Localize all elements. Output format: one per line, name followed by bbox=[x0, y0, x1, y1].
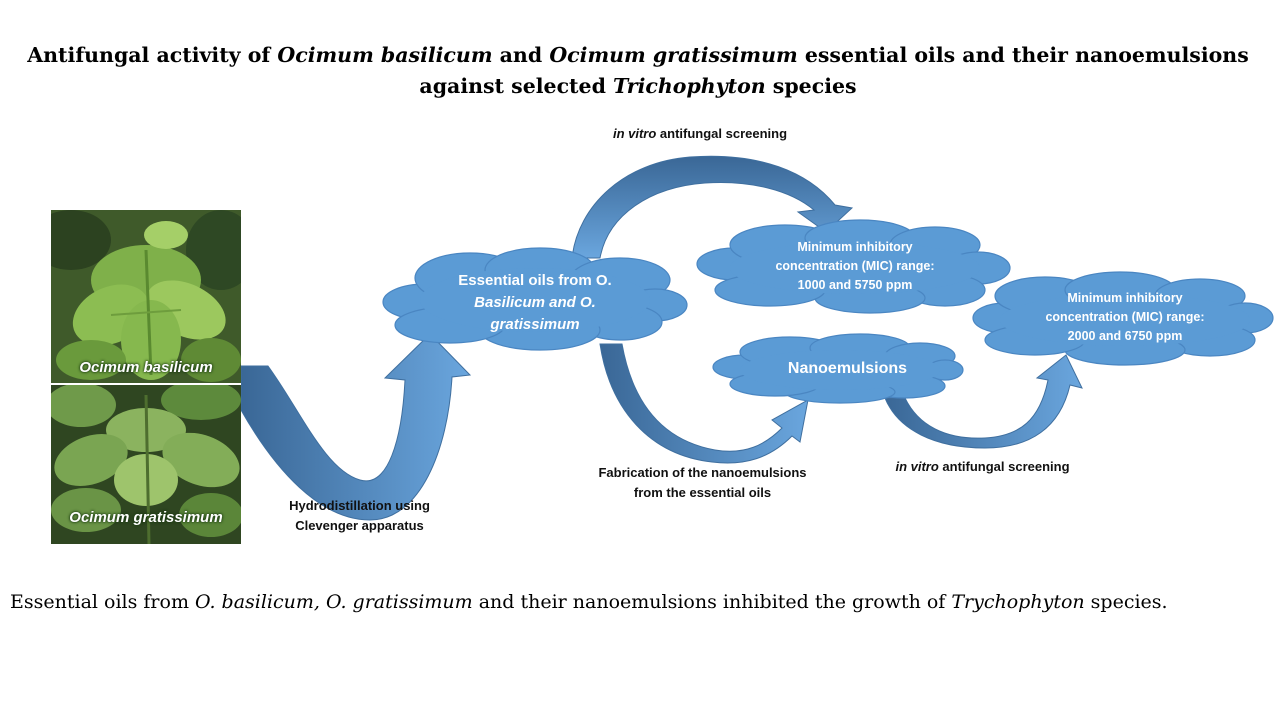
cloud-mic-1 bbox=[696, 219, 1011, 314]
cloud-essential-oils bbox=[382, 247, 688, 351]
title-line-2: against selected Trichophyton species bbox=[419, 74, 857, 98]
caption-hydrodistillation: Hydrodistillation using Clevenger appara… bbox=[289, 498, 430, 533]
arrow-screening-2 bbox=[884, 354, 1083, 449]
arrow-hydrodistillation bbox=[240, 333, 472, 521]
cloud-mic-2-text: Minimum inhibitory concentration (MIC) r… bbox=[1045, 291, 1205, 343]
cloud-mic-1-text: Minimum inhibitory concentration (MIC) r… bbox=[775, 240, 935, 292]
arrow-fabrication bbox=[599, 343, 809, 464]
cloud-nanoemulsions bbox=[712, 333, 964, 404]
conclusion-text: Essential oils from O. basilicum, O. gra… bbox=[10, 591, 1168, 613]
cloud-nanoemulsions-text: Nanoemulsions bbox=[787, 360, 908, 377]
cloud-mic-2 bbox=[972, 271, 1274, 366]
gratissimum-label: Ocimum gratissimum bbox=[69, 509, 223, 526]
title-line-1: Antifungal activity of Ocimum basilicum … bbox=[27, 43, 1249, 67]
caption-screening-2: in vitro antifungal screening bbox=[895, 459, 1070, 474]
photo-divider bbox=[51, 383, 241, 385]
caption-fabrication: Fabrication of the nanoemulsions from th… bbox=[598, 465, 807, 500]
arrow-screening-1 bbox=[571, 155, 854, 259]
photo-ocimum-basilicum: Ocimum basilicum bbox=[51, 210, 241, 383]
caption-screening-1: in vitro antifungal screening bbox=[612, 126, 788, 141]
photo-ocimum-gratissimum: Ocimum gratissimum bbox=[51, 385, 241, 544]
page-title: Antifungal activity of Ocimum basilicum … bbox=[0, 40, 1276, 102]
basil-leaves-image bbox=[51, 210, 241, 383]
cloud-essential-oils-text: Essential oils from O. Basilicum and O. … bbox=[458, 272, 612, 333]
gratissimum-leaves-image bbox=[51, 385, 241, 544]
basilicum-label: Ocimum basilicum bbox=[79, 359, 213, 376]
